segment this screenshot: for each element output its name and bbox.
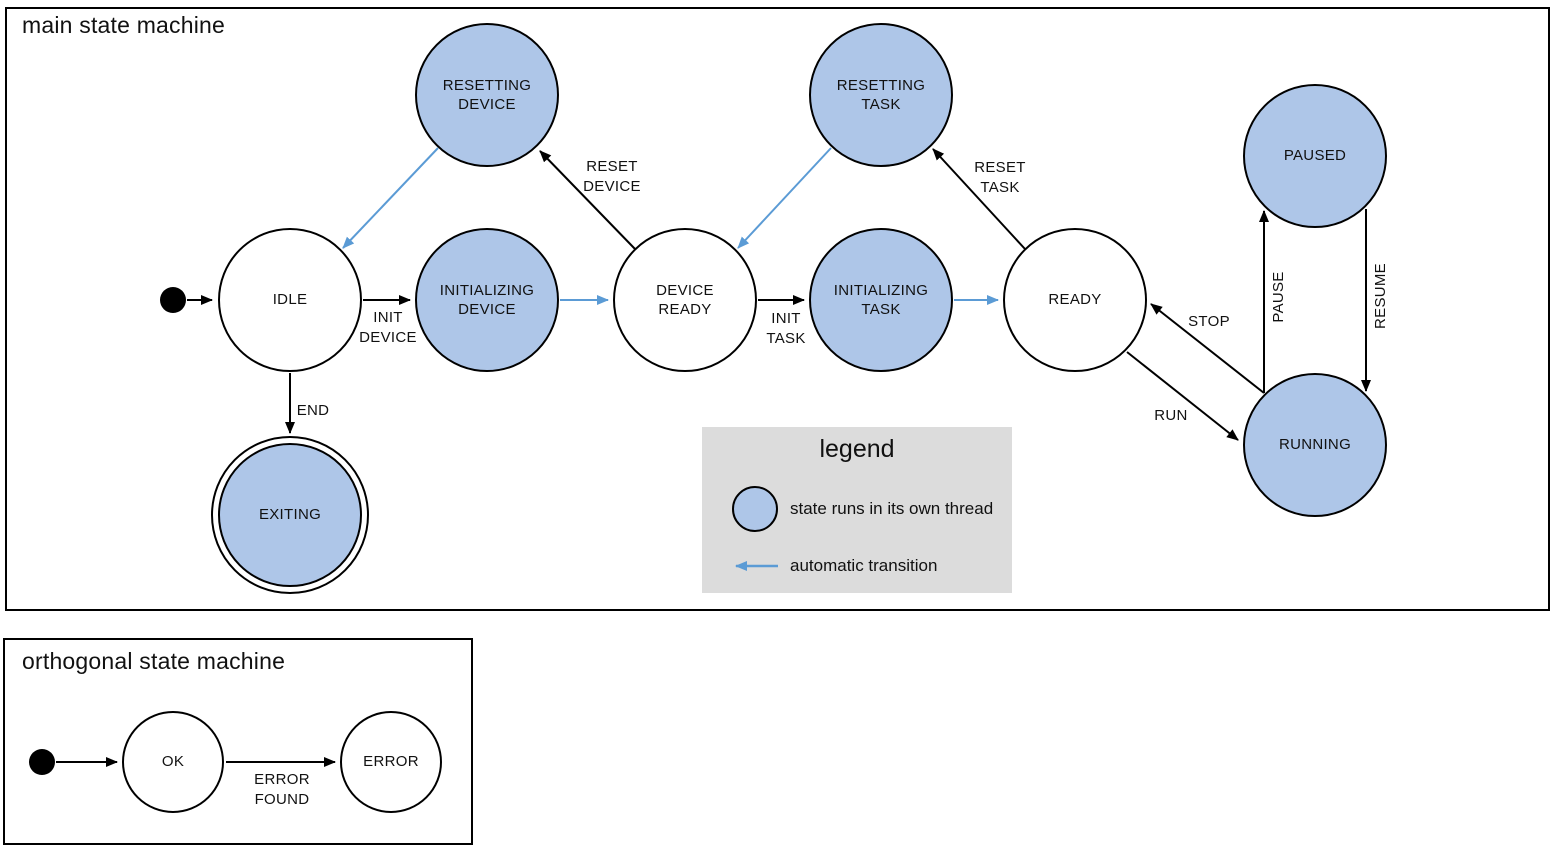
- state-resetting-device: RESETTING DEVICE: [415, 23, 559, 167]
- state-initializing-device: INITIALIZING DEVICE: [415, 228, 559, 372]
- main-state-machine-frame: [5, 7, 1550, 611]
- edge-ready-to-resetting-task: [932, 148, 1026, 250]
- label-resume: RESUME: [1371, 263, 1389, 329]
- label-run: RUN: [1154, 406, 1188, 424]
- edge-auto-resetting-device-to-idle: [342, 147, 439, 249]
- label-init-task: INIT TASK: [766, 309, 806, 347]
- legend-threaded-text: state runs in its own thread: [790, 499, 994, 518]
- state-initializing-task: INITIALIZING TASK: [809, 228, 953, 372]
- label-pause: PAUSE: [1269, 271, 1287, 323]
- legend: legend state runs in its own thread auto…: [702, 427, 1012, 593]
- state-resetting-task: RESETTING TASK: [809, 23, 953, 167]
- edge-running-to-ready: [1150, 303, 1265, 394]
- threaded-state-icon: [732, 486, 778, 532]
- main-state-machine-title: main state machine: [22, 12, 226, 38]
- label-error-found: ERROR FOUND: [254, 770, 310, 808]
- state-exiting-final-ring: EXITING: [211, 436, 369, 594]
- state-device-ready: DEVICE READY: [613, 228, 757, 372]
- legend-auto-text: automatic transition: [790, 556, 938, 575]
- orthogonal-initial-state-dot: [29, 749, 55, 775]
- state-exiting: EXITING: [218, 443, 362, 587]
- legend-title: legend: [819, 435, 895, 463]
- label-init-device: INIT DEVICE: [359, 308, 417, 346]
- state-idle: IDLE: [218, 228, 362, 372]
- initial-state-dot: [160, 287, 186, 313]
- label-reset-device: RESET DEVICE: [583, 157, 641, 195]
- label-end: END: [296, 401, 330, 419]
- edge-ready-to-running: [1126, 351, 1239, 441]
- state-error: ERROR: [340, 711, 442, 813]
- orthogonal-state-machine-frame: [3, 638, 473, 845]
- state-paused: PAUSED: [1243, 84, 1387, 228]
- orthogonal-state-machine-title: orthogonal state machine: [22, 648, 286, 674]
- edge-auto-resetting-task-to-device-ready: [737, 147, 832, 249]
- automatic-transition-icon: [735, 561, 778, 571]
- state-running: RUNNING: [1243, 373, 1387, 517]
- state-ok: OK: [122, 711, 224, 813]
- state-ready: READY: [1003, 228, 1147, 372]
- label-stop: STOP: [1188, 312, 1230, 330]
- label-reset-task: RESET TASK: [974, 158, 1026, 196]
- edge-device-ready-to-resetting-device: [539, 150, 636, 250]
